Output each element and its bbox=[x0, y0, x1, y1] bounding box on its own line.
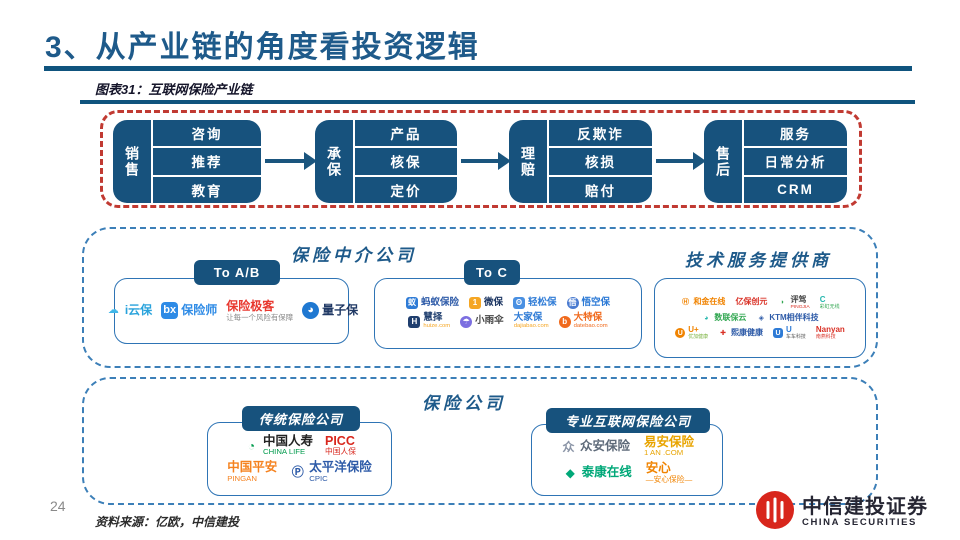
stage-item: 服务 bbox=[780, 127, 811, 143]
logo-xikangjiankang: ✚熙康健康 bbox=[720, 327, 764, 337]
stage-item: 核保 bbox=[355, 146, 457, 174]
flow-arrow-icon bbox=[656, 152, 706, 170]
logo-zhongan: 众众安保险 bbox=[562, 438, 630, 454]
page-number: 24 bbox=[50, 498, 66, 514]
stage-label-underwriting: 承保 bbox=[315, 120, 355, 203]
chain-stage-sales: 销售 咨询 推荐 教育 bbox=[113, 120, 261, 203]
logo-wukongbao: 悟悟空保 bbox=[566, 296, 611, 310]
stage-label-aftersales: 售后 bbox=[704, 120, 744, 203]
stage-item: 产品 bbox=[390, 127, 422, 143]
logo-ktm: ◈KTM相伴科技 bbox=[758, 312, 819, 322]
stage-item: 反欺诈 bbox=[577, 127, 624, 143]
figure-label: 图表31：互联网保险产业链 bbox=[95, 82, 253, 97]
chain-stage-claims: 理赔 反欺诈 核损 赔付 bbox=[509, 120, 652, 203]
stage-label-claims: 理赔 bbox=[509, 120, 549, 203]
tag-to-ab: To A/B bbox=[194, 260, 280, 285]
flow-arrow-icon bbox=[265, 152, 317, 170]
brand-name-cn: 中信建投证券 bbox=[802, 496, 928, 519]
brand-block: 中信建投证券 CHINA SECURITIES bbox=[755, 490, 928, 535]
insurer-title: 保险公司 bbox=[422, 394, 506, 413]
logo-shulianbaoyun: ◕数联保云 bbox=[704, 312, 747, 322]
stage-item: 定价 bbox=[355, 174, 457, 203]
logo-mayibaoxian: 蚁蚂蚁保险 bbox=[405, 296, 459, 310]
stage-item: 咨询 bbox=[191, 127, 223, 143]
chain-stage-aftersales: 售后 服务 日常分析 CRM bbox=[704, 120, 847, 203]
figure-underline bbox=[80, 100, 915, 104]
logo-xiaoyusan: ☂小雨伞 bbox=[460, 315, 504, 328]
logo-taikangzaixian: ◆泰康在线 bbox=[565, 465, 632, 481]
flow-arrow-icon bbox=[461, 152, 511, 170]
intermediary-title: 保险中介公司 bbox=[291, 246, 417, 265]
tech-provider-title: 技术服务提供商 bbox=[685, 251, 832, 270]
china-securities-logo-icon bbox=[755, 490, 795, 535]
stage-item: 推荐 bbox=[153, 146, 261, 174]
source-note: 资料来源：亿欧，中信建投 bbox=[95, 515, 240, 529]
logo-liangzibao: ◕量子保 bbox=[302, 302, 358, 320]
logo-iyunbao: ☁i云保 bbox=[107, 303, 153, 318]
stage-item: 日常分析 bbox=[744, 146, 847, 174]
tag-traditional-insurers: 传统保险公司 bbox=[242, 406, 360, 431]
stage-item: 赔付 bbox=[549, 174, 652, 203]
logo-anxin: 安心—安心保险— bbox=[645, 461, 693, 484]
tag-internet-insurers: 专业互联网保险公司 bbox=[546, 408, 710, 433]
stage-item: 核损 bbox=[549, 146, 652, 174]
brand-name-en: CHINA SECURITIES bbox=[802, 517, 917, 529]
stage-label-sales: 销售 bbox=[113, 120, 153, 203]
stage-item: 教育 bbox=[153, 174, 261, 203]
page-title: 3、从产业链的角度看投资逻辑 bbox=[45, 31, 480, 64]
industry-chain-box: 销售 咨询 推荐 教育 承保 产品 核保 定价 理赔 反欺诈 核损 赔付 bbox=[100, 110, 862, 208]
stage-item: CRM bbox=[744, 174, 847, 203]
logo-baoxianjike: 保险极客让每一个风险有保障 bbox=[226, 299, 294, 322]
tag-to-c: To C bbox=[464, 260, 520, 285]
title-underline bbox=[44, 66, 912, 71]
chain-stage-underwriting: 承保 产品 核保 定价 bbox=[315, 120, 457, 203]
logo-yibaochuangyuan: 亿保创元 bbox=[735, 297, 768, 307]
